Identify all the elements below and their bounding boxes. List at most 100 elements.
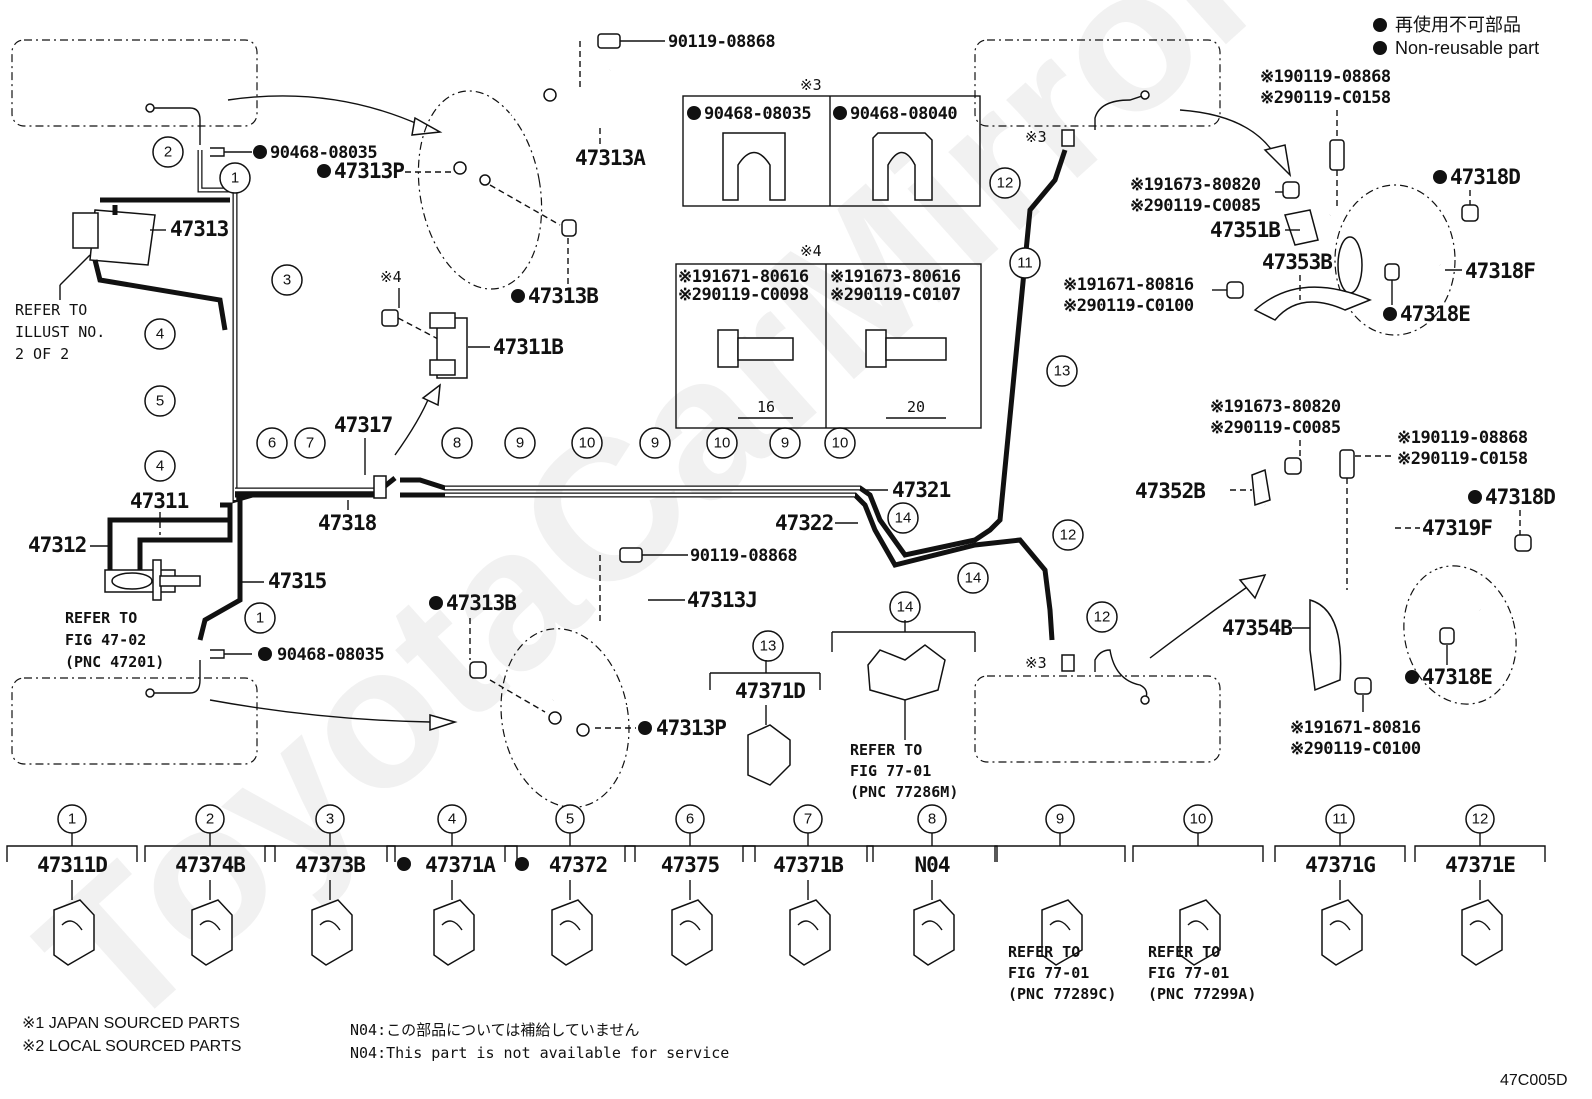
clip-item-10: 10 <box>1132 804 1264 966</box>
svg-text:13: 13 <box>760 638 777 655</box>
callout-4: 4 <box>144 450 176 482</box>
part-label-47315: 47315 <box>268 569 327 593</box>
clip-icon <box>789 899 831 966</box>
clip-part-label: 47371B <box>773 853 843 877</box>
svg-text:(PNC 77289C): (PNC 77289C) <box>1008 985 1116 1003</box>
clip-part-label: 47373B <box>295 853 365 877</box>
svg-text:4: 4 <box>156 458 164 475</box>
note-4-label: ※4 <box>380 268 402 286</box>
svg-text:12: 12 <box>1060 527 1077 544</box>
callout-12: 12 <box>1052 519 1084 551</box>
legend-nonreusable-en: Non-reusable part <box>1395 38 1539 58</box>
callout-10: 10 <box>571 427 603 459</box>
rear-brake-lines <box>400 149 1068 641</box>
clip-icon <box>1461 899 1503 966</box>
callout-12: 12 <box>1086 601 1118 633</box>
clip-part-label: 47371E <box>1445 853 1515 877</box>
nonreusable-dot-icon <box>515 857 529 871</box>
clip-icon <box>433 899 475 966</box>
svg-text:20: 20 <box>907 398 925 416</box>
front-left-wheel-outline <box>11 39 258 145</box>
note-3-label-lower: ※3 <box>1025 654 1047 672</box>
front-flex-hose-detail-lower <box>469 589 642 808</box>
clip-icon <box>1179 899 1221 966</box>
svg-text:2: 2 <box>206 811 214 828</box>
union-bolt-icon <box>619 547 643 563</box>
callout-8: 8 <box>441 427 473 459</box>
clip-part-label: 47375 <box>661 853 720 877</box>
box3-left-part: 90468-08035 <box>704 104 811 124</box>
callout-11: 11 <box>1009 247 1041 279</box>
part-label-47313P-lower: 47313P <box>656 716 726 740</box>
nonreusable-dot-icon <box>511 289 525 303</box>
clip-item-12: 12 47371E <box>1414 804 1546 966</box>
clip-part-label: 47371A <box>425 853 496 877</box>
clip-icon <box>53 899 95 966</box>
union-bolt-icon <box>597 33 621 49</box>
svg-text:47351B: 47351B <box>1210 218 1280 242</box>
svg-text:※4: ※4 <box>800 242 822 260</box>
rear-flex-hose-detail-lower <box>1251 449 1532 705</box>
callout-1: 1 <box>219 162 251 194</box>
arrow-head-icon <box>421 383 441 407</box>
callout-4: 4 <box>144 318 176 350</box>
svg-text:47318D: 47318D <box>1485 485 1555 509</box>
callout-3: 3 <box>271 264 303 296</box>
svg-text:47318E: 47318E <box>1422 665 1492 689</box>
arrow-to-front-detail <box>227 95 421 126</box>
part-label-47311: 47311 <box>130 489 189 513</box>
refer-fig-77-01-m-note: REFER TO FIG 77-01 (PNC 77286M) <box>850 741 958 801</box>
svg-text:※191671-80816: ※191671-80816 <box>1290 718 1421 738</box>
arrow-to-bracket <box>394 394 431 456</box>
callout-13: 13 <box>1046 355 1078 387</box>
clip-icon <box>913 899 955 966</box>
footnote-n04-jp: N04:この部品については補給していません <box>350 1021 639 1039</box>
callout-1: 1 <box>244 602 276 634</box>
svg-text:(PNC 77286M): (PNC 77286M) <box>850 783 958 801</box>
clip-item-9: 9 <box>994 804 1126 966</box>
legend: 再使用不可部品 Non-reusable part <box>1373 15 1539 58</box>
detail-14-clamp <box>831 620 976 740</box>
clip-icon <box>671 899 713 966</box>
clip-icon <box>191 899 233 966</box>
svg-text:※290119-C0158: ※290119-C0158 <box>1397 449 1528 469</box>
svg-text:7: 7 <box>306 435 314 452</box>
svg-text:9: 9 <box>516 435 524 452</box>
box4-right-part-1: ※191673-80616 <box>830 267 961 287</box>
callout-2: 2 <box>152 136 184 168</box>
svg-text:13: 13 <box>1054 363 1071 380</box>
svg-text:11: 11 <box>1017 255 1033 272</box>
svg-text:REFER TO: REFER TO <box>1148 943 1220 961</box>
svg-text:14: 14 <box>965 570 982 587</box>
svg-text:FIG 47-02: FIG 47-02 <box>65 631 146 649</box>
svg-text:12: 12 <box>1472 811 1489 828</box>
clip-icon <box>1041 899 1083 966</box>
svg-text:REFER TO: REFER TO <box>15 301 87 319</box>
svg-text:3: 3 <box>326 811 334 828</box>
svg-text:9: 9 <box>651 435 659 452</box>
callout-5: 5 <box>144 385 176 417</box>
svg-text:8: 8 <box>928 811 936 828</box>
part-label-47313: 47313 <box>170 217 229 241</box>
svg-text:REFER TO: REFER TO <box>1008 943 1080 961</box>
svg-text:47354B: 47354B <box>1222 616 1292 640</box>
callout-9: 9 <box>639 427 671 459</box>
clip-icon <box>1061 129 1075 147</box>
svg-text:10: 10 <box>714 435 731 452</box>
clip-catalog: 147311D247374B347373B447371A547372647375… <box>6 804 1546 966</box>
svg-text:6: 6 <box>268 435 276 452</box>
svg-text:10: 10 <box>579 435 596 452</box>
svg-text:2: 2 <box>164 144 172 161</box>
svg-text:16: 16 <box>757 398 775 416</box>
callout-14: 14 <box>957 562 989 594</box>
svg-text:7: 7 <box>804 811 812 828</box>
box3-right-part: 90468-08040 <box>850 104 957 124</box>
nonreusable-dot-icon <box>1373 41 1387 55</box>
refer-fig-77-01-c-note: REFER TO FIG 77-01 (PNC 77289C) <box>1008 943 1116 1003</box>
nonreusable-dot-icon <box>397 857 411 871</box>
svg-text:4: 4 <box>156 326 164 343</box>
